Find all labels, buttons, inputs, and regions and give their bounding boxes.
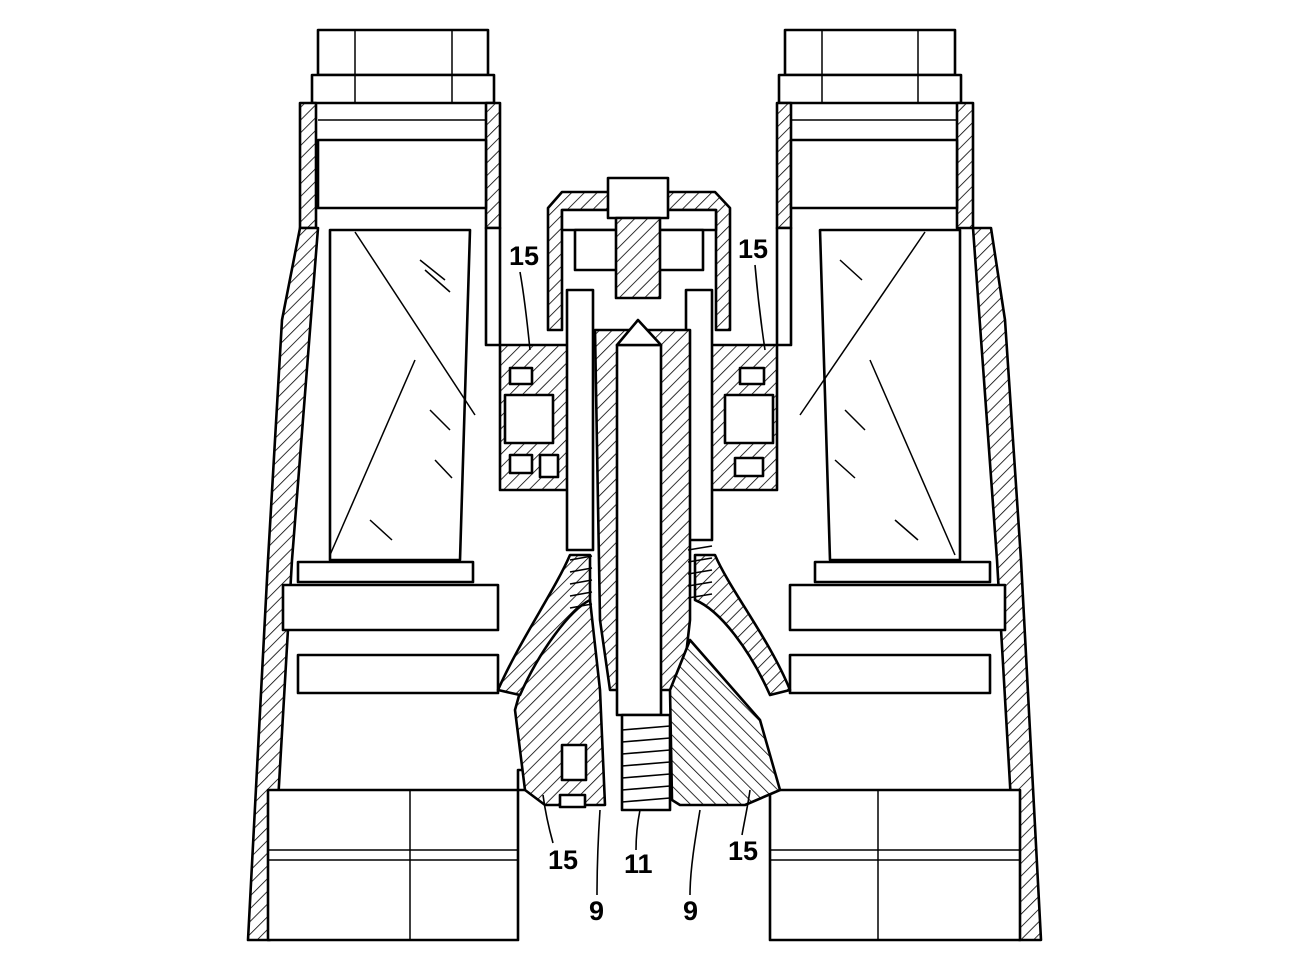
ref-11: 11 — [624, 849, 653, 879]
right-eyepiece-cap — [783, 28, 957, 77]
ref-15-top-left: 15 — [509, 241, 539, 271]
screw-threads-right — [687, 545, 713, 599]
right-barrel — [735, 28, 1043, 942]
ref-9-left: 9 — [589, 896, 604, 926]
screw-threads-left — [569, 555, 593, 609]
left-yoke — [496, 553, 592, 697]
left-lens-lower — [296, 653, 500, 695]
central-hinge-assembly — [496, 176, 792, 812]
right-lens-lower — [788, 653, 992, 695]
right-prism — [818, 228, 962, 562]
left-eyepiece-wall — [298, 101, 318, 230]
spindle-threads — [621, 725, 671, 803]
focus-knob-top — [606, 176, 670, 220]
right-lens-upper — [788, 583, 1007, 632]
left-screw — [565, 288, 595, 552]
central-axle — [615, 343, 663, 717]
left-eyepiece-ring — [310, 73, 496, 105]
ref-15-bottom-left: 15 — [548, 845, 578, 875]
ref-15-bottom-right: 15 — [728, 836, 758, 866]
left-objective-tube — [266, 788, 520, 942]
left-lens-upper — [281, 583, 500, 632]
leader-lines — [519, 264, 766, 896]
right-eyepiece-wall — [955, 101, 975, 230]
ref-15-top-right: 15 — [738, 234, 768, 264]
right-hinge-body-9 — [668, 638, 782, 807]
right-eyepiece-ring — [777, 73, 963, 105]
ref-9-right: 9 — [683, 896, 698, 926]
left-barrel — [246, 28, 554, 942]
left-eyepiece-cap — [316, 28, 490, 77]
right-objective-tube — [768, 788, 1022, 942]
right-yoke — [693, 553, 792, 697]
